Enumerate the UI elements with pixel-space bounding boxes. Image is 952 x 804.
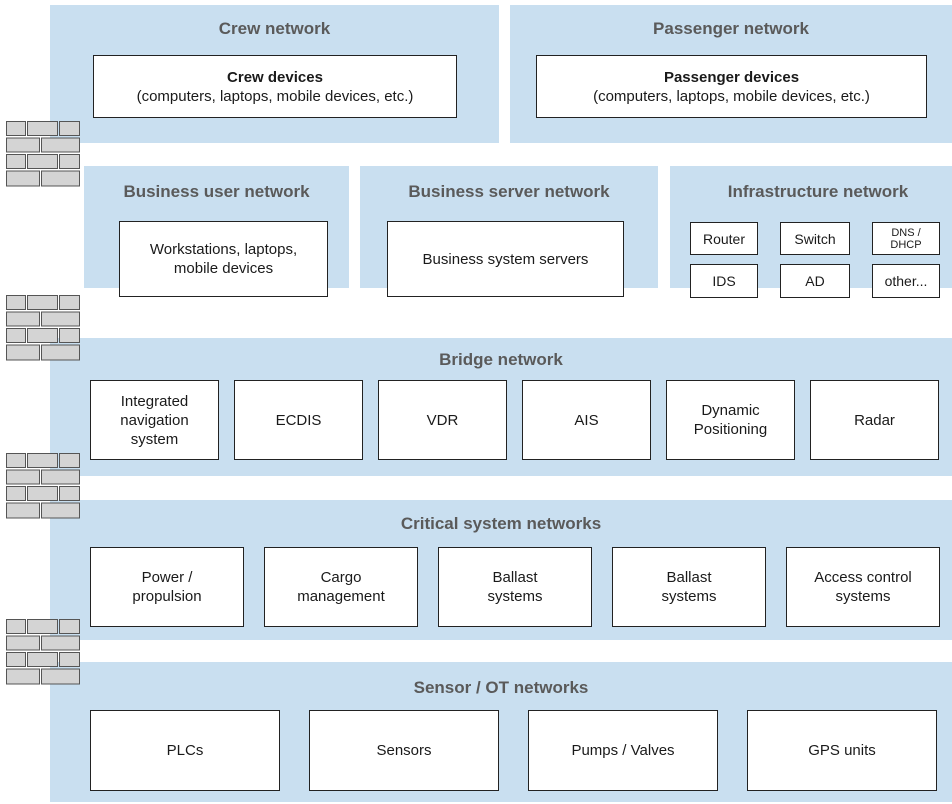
switch-label: Switch (794, 230, 836, 247)
sensor-item-box: PLCs (90, 710, 280, 791)
other-box: other... (872, 264, 940, 298)
dns-dhcp-label: DNS / DHCP (890, 226, 922, 251)
critical-item-label: Ballast systems (487, 569, 543, 605)
passenger-network-zone: Passenger network Passenger devices (com… (510, 5, 952, 143)
critical-item-box: Cargo management (264, 547, 418, 627)
passenger-devices-box: Passenger devices (computers, laptops, m… (536, 55, 927, 118)
business-server-box: Business system servers (387, 221, 624, 297)
business-user-box: Workstations, laptops, mobile devices (119, 221, 328, 297)
passenger-network-title: Passenger network (653, 19, 809, 38)
business-server-network-zone: Business server network Business system … (360, 166, 658, 297)
router-label: Router (702, 230, 746, 247)
switch-box: Switch (780, 222, 850, 255)
firewall-icon (6, 619, 80, 685)
ids-box: IDS (690, 264, 758, 298)
other-label: other... (884, 273, 928, 289)
firewall-icon (6, 295, 80, 361)
passenger-devices-label: Passenger devices (663, 68, 800, 86)
critical-system-networks-zone: Critical system networks Power / propuls… (50, 500, 952, 640)
sensor-item-box: GPS units (747, 710, 937, 791)
sensor-item-label: Pumps / Valves (571, 742, 675, 759)
firewall-icon (6, 453, 80, 519)
sensor-item-box: Sensors (309, 710, 499, 791)
critical-item-label: Cargo management (297, 569, 385, 605)
dns-dhcp-box: DNS / DHCP (872, 222, 940, 255)
crew-devices-label: Crew devices (227, 68, 323, 86)
bridge-item-label: Dynamic Positioning (693, 402, 768, 438)
critical-item-box: Access control systems (786, 547, 940, 627)
bridge-item-box: Integrated navigation system (90, 380, 219, 460)
critical-item-box: Power / propulsion (90, 547, 244, 627)
business-server-box-label: Business system servers (422, 250, 589, 268)
sensor-item-label: GPS units (808, 742, 876, 759)
ad-box: AD (780, 264, 850, 298)
bridge-network-title: Bridge network (439, 350, 563, 369)
bridge-item-box: ECDIS (234, 380, 363, 460)
bridge-item-label: ECDIS (275, 411, 322, 429)
infrastructure-network-title: Infrastructure network (727, 182, 909, 201)
bridge-item-label: AIS (574, 411, 599, 429)
sensor-ot-networks-zone: Sensor / OT networks PLCs Sensors Pumps … (50, 662, 952, 802)
crew-network-zone: Crew network Crew devices (computers, la… (50, 5, 499, 143)
sensor-item-label: Sensors (376, 742, 432, 759)
ad-label: AD (805, 273, 825, 289)
firewall-icon (6, 121, 80, 187)
sensor-item-box: Pumps / Valves (528, 710, 718, 791)
passenger-devices-sub: (computers, laptops, mobile devices, etc… (593, 87, 870, 105)
infrastructure-network-zone: Infrastructure network Router Switch DNS… (670, 166, 952, 298)
crew-network-title: Crew network (218, 19, 331, 38)
bridge-item-box: AIS (522, 380, 651, 460)
bridge-item-label: Integrated navigation system (120, 392, 189, 448)
bridge-item-label: Radar (854, 411, 895, 429)
business-server-network-title: Business server network (408, 182, 610, 201)
bridge-item-box: VDR (378, 380, 507, 460)
critical-system-networks-title: Critical system networks (400, 514, 602, 533)
router-box: Router (690, 222, 758, 255)
ids-label: IDS (712, 273, 736, 289)
business-user-network-zone: Business user network Workstations, lapt… (84, 166, 349, 297)
bridge-item-box: Dynamic Positioning (666, 380, 795, 460)
critical-item-box: Ballast systems (612, 547, 766, 627)
bridge-item-box: Radar (810, 380, 939, 460)
sensor-item-label: PLCs (166, 742, 204, 759)
critical-item-label: Access control systems (814, 569, 912, 605)
bridge-item-label: VDR (426, 411, 459, 429)
critical-item-label: Ballast systems (661, 569, 717, 605)
critical-item-box: Ballast systems (438, 547, 592, 627)
sensor-ot-networks-title: Sensor / OT networks (413, 678, 589, 697)
business-user-network-title: Business user network (123, 182, 310, 201)
crew-devices-sub: (computers, laptops, mobile devices, etc… (136, 87, 414, 105)
bridge-network-zone: Bridge network Integrated navigation sys… (50, 338, 952, 476)
critical-item-label: Power / propulsion (132, 569, 202, 605)
crew-devices-box: Crew devices (computers, laptops, mobile… (93, 55, 457, 118)
business-user-box-label: Workstations, laptops, mobile devices (149, 241, 298, 277)
